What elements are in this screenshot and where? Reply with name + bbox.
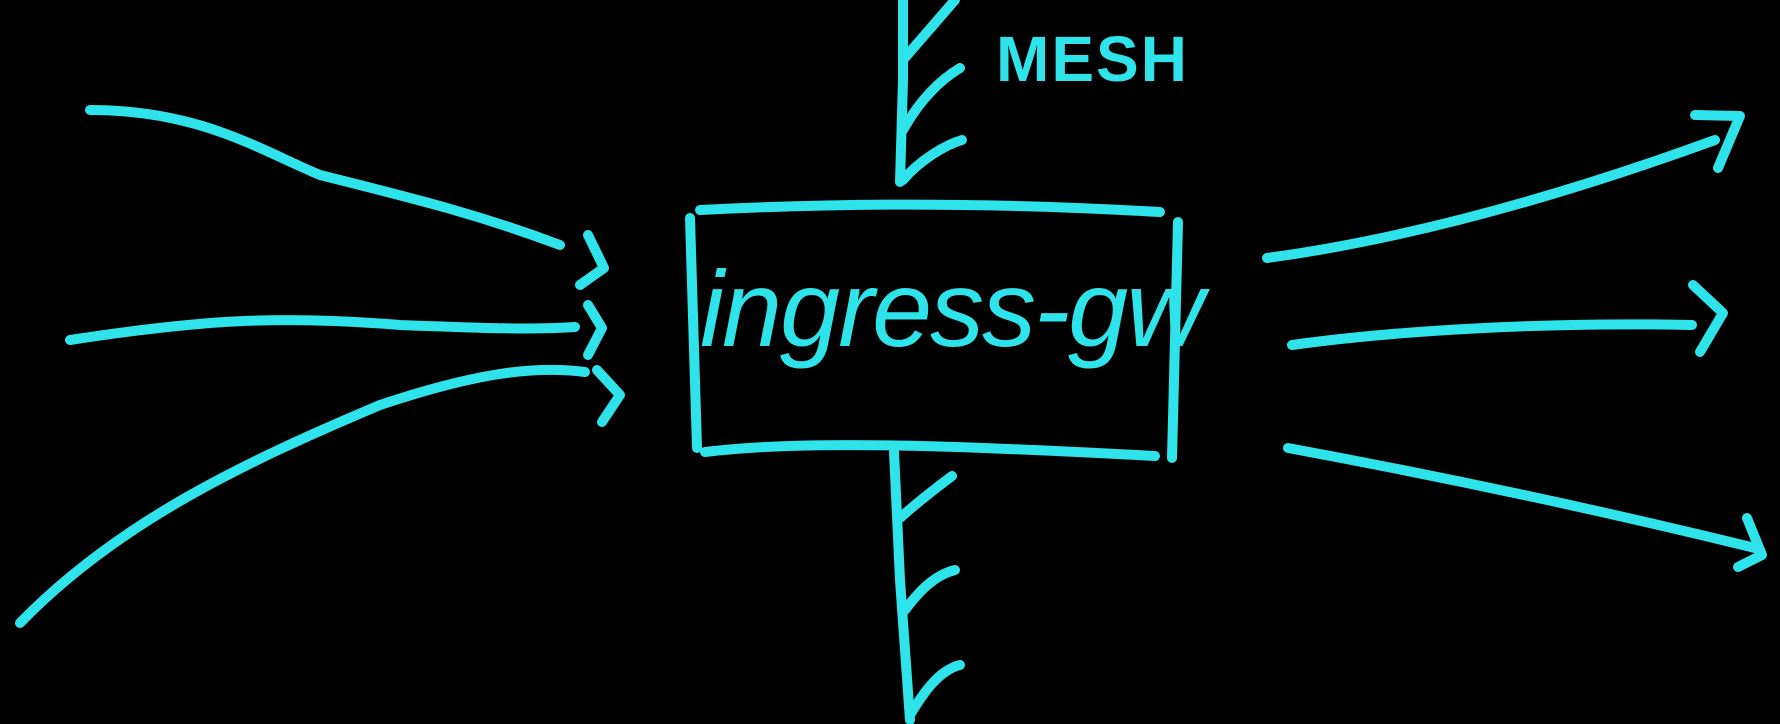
arrow-shaft	[85, 105, 565, 250]
ingress-gw-label: ingress-gw	[700, 248, 1204, 369]
mesh-barb-icon	[900, 565, 960, 615]
arrow-shaft	[65, 315, 580, 345]
arrowhead-icon	[1733, 513, 1767, 572]
mesh-barb-icon	[898, 0, 960, 65]
arrow-shaft	[1287, 319, 1697, 350]
mesh-line-top	[895, 0, 908, 187]
incoming-arrow-top	[85, 105, 609, 290]
outgoing-arrow-middle	[1287, 280, 1728, 357]
arrowhead-icon	[1690, 110, 1745, 173]
box-left-edge	[685, 213, 702, 453]
arrowhead-icon	[575, 230, 609, 290]
mesh-label: MESH	[996, 23, 1189, 95]
arrowhead-icon	[583, 300, 607, 360]
incoming-arrow-bottom	[15, 364, 625, 628]
mesh-connector-top	[895, 0, 967, 187]
ingress-gw-box[interactable]	[685, 199, 1183, 463]
outgoing-traffic-arrows	[1262, 110, 1767, 572]
box-top-edge	[695, 199, 1165, 217]
mesh-barb-icon	[895, 471, 957, 523]
arrowhead-icon	[1688, 280, 1728, 357]
incoming-arrow-middle	[65, 300, 607, 360]
mesh-connector-bottom	[889, 447, 965, 724]
box-bottom-edge	[700, 440, 1160, 461]
outgoing-arrow-bottom	[1283, 443, 1767, 572]
arrowhead-icon	[592, 365, 625, 427]
mesh-barb-icon	[905, 660, 965, 720]
outgoing-arrow-top	[1262, 110, 1745, 263]
mesh-line-bottom	[889, 447, 915, 724]
mesh-barb-icon	[898, 135, 967, 185]
arrow-shaft	[1283, 443, 1760, 553]
arrow-shaft	[1262, 135, 1720, 263]
box-right-edge	[1167, 217, 1183, 463]
mesh-barb-icon	[898, 63, 965, 135]
incoming-traffic-arrows	[15, 105, 625, 628]
arrow-shaft	[15, 364, 590, 628]
